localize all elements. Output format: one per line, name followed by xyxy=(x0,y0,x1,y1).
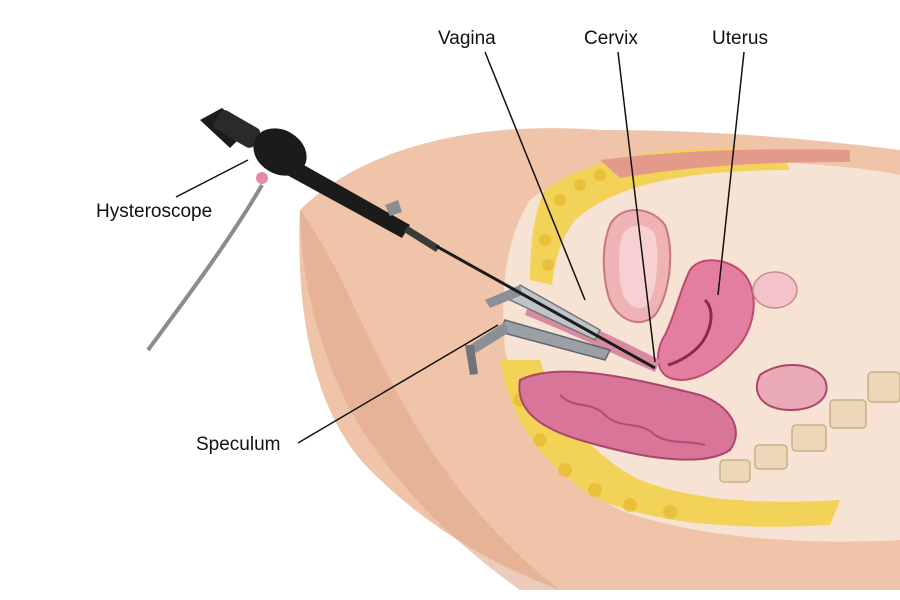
leader-vagina xyxy=(484,51,586,301)
leader-uterus xyxy=(717,51,745,296)
uterus xyxy=(657,259,755,381)
colon-loop xyxy=(755,363,828,412)
leader-cervix xyxy=(617,51,656,363)
leader-hysteroscope xyxy=(175,159,249,198)
muscle-band xyxy=(600,149,850,178)
body-shadow xyxy=(300,210,560,590)
uterine-cavity xyxy=(667,298,713,367)
bladder-inner xyxy=(619,225,658,309)
hysteroscope-instrument xyxy=(146,108,656,370)
rectum-folds xyxy=(559,394,706,446)
leader-speculum xyxy=(297,324,499,444)
label-hysteroscope: Hysteroscope xyxy=(96,201,213,222)
label-cervix: Cervix xyxy=(584,28,638,49)
leader-lines xyxy=(175,51,745,444)
fat-layer-lower xyxy=(500,360,840,527)
fat-layer-upper xyxy=(530,148,790,285)
label-uterus: Uterus xyxy=(712,28,768,49)
label-vagina: Vagina xyxy=(438,28,496,49)
rectum xyxy=(518,370,737,461)
ovary xyxy=(752,271,798,309)
vertebrae xyxy=(719,371,900,483)
label-speculum: Speculum xyxy=(196,434,281,455)
